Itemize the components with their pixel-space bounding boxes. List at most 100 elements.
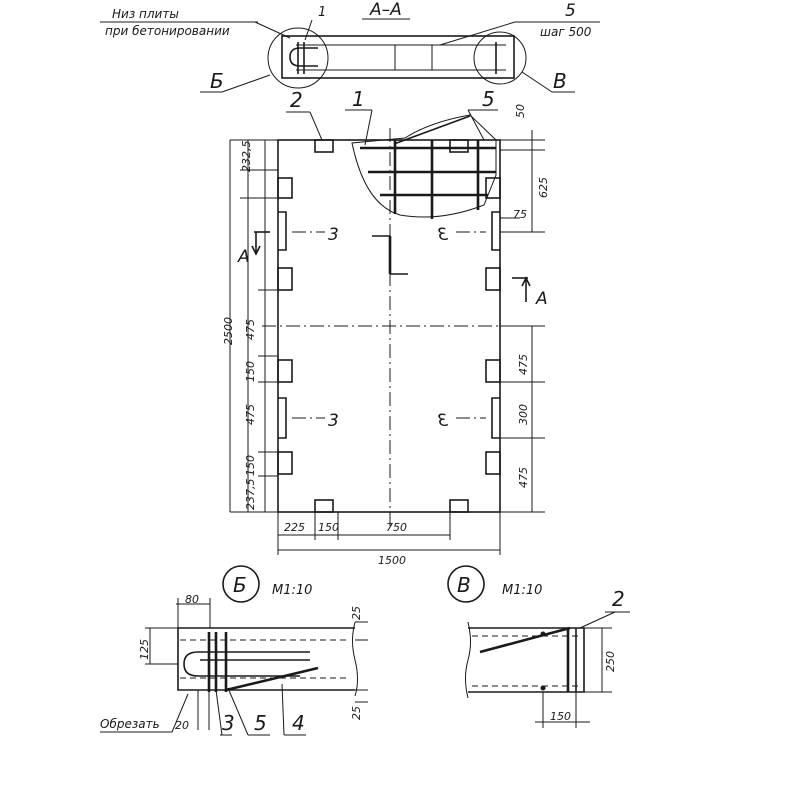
plan-marker-5: 5 [482,87,495,111]
notch-right-bottom [491,397,500,439]
embed-left-4 [277,451,293,475]
detail-b-circle-label: Б [233,573,247,597]
embed-left-2 [277,267,293,291]
embed-top-left [314,139,334,153]
dim-125: 125 [138,639,151,660]
note-line2: при бетонировании [105,24,230,38]
hook-group-top-left: 3 [292,225,339,245]
plan-marker-1: 1 [352,87,365,111]
embed-top-right [449,139,469,153]
marker-3-leader [215,689,223,736]
notch-right-top [491,211,500,251]
plan-view: 3 3 3 3 2 1 5 А А [222,87,550,567]
dim-right-5: 300 [517,404,530,425]
dim-bottom-2: 150 [318,521,339,534]
embed-right-3 [485,359,501,383]
embed-left-1 [277,177,293,199]
cutaway-rebar-grid [360,115,496,219]
dim-150: 150 [550,710,571,723]
marker-5-leader [439,21,516,46]
embed-left-3 [277,359,293,383]
detail-v-rebar-dot-2 [540,685,546,691]
hook-bar [289,47,318,67]
detail-v-slab-outline [468,627,585,693]
section-marker-5: 5 [565,1,576,21]
notch-left-top [278,211,287,251]
section-marker-1: 1 [318,5,326,20]
hook-label-tl: 3 [328,225,339,245]
dim-left-3: 150 [244,361,257,382]
detail-b-break-line [352,621,358,697]
dim-left-1: 232,5 [240,141,253,173]
notch-left-bottom [278,397,287,439]
detail-v-marker-2: 2 [612,587,625,611]
dim-right-3: 75 [513,208,527,221]
dim-250: 250 [604,651,617,672]
detail-v-break-line [465,621,471,699]
hook-label-tr: 3 [437,225,448,245]
hook-group-bottom-left: 3 [292,411,339,431]
section-cut-right-label: А [535,289,548,309]
section-title: А–А [369,0,402,20]
callout-v-label: В [553,69,567,93]
bottom-dimensions: 225 150 750 1500 [277,512,501,567]
hook-group-bottom-right: 3 [437,411,486,431]
embed-bottom-right [449,499,469,513]
cut-label-leader [171,693,189,733]
left-dimensions: 232,5 475 150 475 150 237,5 2500 [222,139,278,513]
dim-right-1: 50 [514,104,527,118]
marker-5-plan-leader [467,109,485,141]
detail-b-marker-5: 5 [254,711,267,735]
dim-bottom-1: 225 [284,521,305,534]
slab-section-outline [281,35,515,79]
embed-bottom-left [314,499,334,513]
embed-right-4 [485,451,501,475]
detail-v-scale: М1:10 [502,583,542,598]
marker-4-leader [281,683,285,736]
detail-b-marker-4: 4 [292,711,305,735]
detail-b-scale: М1:10 [272,583,312,598]
dim-left-2: 475 [244,319,257,340]
embed-right-1 [485,177,501,199]
detail-b-diagonal-bar [225,666,319,692]
callout-circle-b [267,27,329,89]
dim-bottom-total: 1500 [378,554,406,567]
detail-v-circle-label: В [457,573,471,597]
note-line1: Низ плиты [112,7,179,21]
dim-bottom-3: 750 [386,521,407,534]
section-cut-left-label: А [237,247,250,267]
detail-b: Б М1:10 80 25 125 25 20 Обрезать [100,565,368,736]
detail-b-circle [222,565,260,603]
dim-80: 80 [185,593,199,606]
dim-left-6: 237,5 [244,479,257,511]
embed-right-2 [485,267,501,291]
callout-b-leader [221,74,271,93]
cut-label: Обрезать [100,717,160,731]
cutaway-boundary [351,114,497,218]
dim-right-4: 475 [517,354,530,375]
step-label: шаг 500 [540,25,592,39]
detail-v-diagonal-bar [479,626,571,654]
detail-b-hook [183,651,310,677]
dim-left-5: 150 [244,455,257,476]
dim-20: 20 [175,719,189,732]
detail-v-circle [447,565,485,603]
plan-marker-2: 2 [290,88,303,112]
marker-2-detail-leader [579,611,616,629]
callout-circle-v [473,31,527,85]
hook-label-bl: 3 [328,411,339,431]
dim-25-top: 25 [350,606,363,620]
dim-left-4: 475 [244,404,257,425]
marker-1-plan-leader [364,109,373,146]
marker-5-detail-leader [227,687,249,736]
dim-left-total: 2500 [222,317,235,345]
hook-label-br: 3 [437,411,448,431]
hook-group-top-right: 3 [437,225,486,245]
dim-25-bottom: 25 [350,706,363,720]
section-cut-left-arrow [251,232,261,256]
callout-v-leader [521,71,553,93]
marker-2-leader [309,111,323,141]
section-cut-right-arrow [521,276,531,302]
